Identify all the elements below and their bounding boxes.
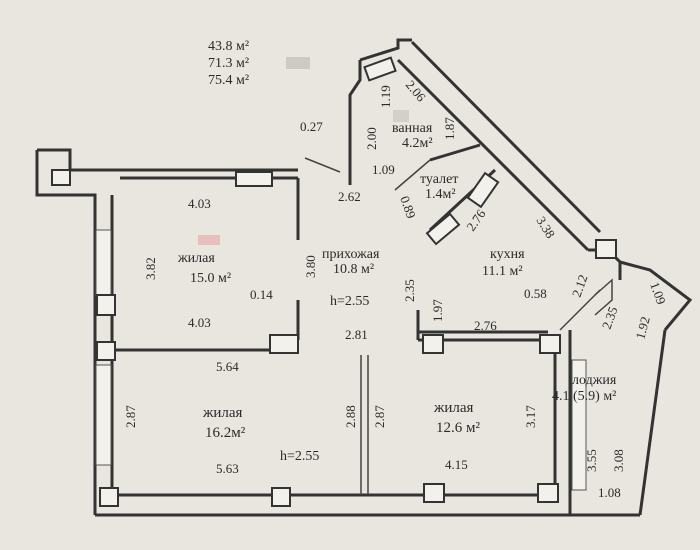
column: [99, 487, 119, 507]
room-name-bathroom: ванная: [392, 121, 433, 136]
wall-kitchen-right-inner: [559, 289, 601, 331]
summary-living-area: 43.8 м²: [208, 39, 249, 54]
summary: 43.8 м² 71.3 м² 75.4 м²: [208, 39, 249, 88]
window-left-upper: [95, 229, 112, 296]
room-name-kitchen: кухня: [490, 247, 525, 262]
dimension-label: 0.58: [524, 286, 547, 301]
column: [51, 169, 71, 186]
dimension-label: 3.82: [143, 257, 158, 280]
wall-toilet-left: [394, 159, 431, 191]
wall-top-left-stub: [37, 148, 120, 172]
dimension-label: 2.81: [345, 327, 368, 342]
wall-toilet-top: [429, 143, 481, 162]
dimension-label: 2.12: [569, 273, 591, 300]
column: [96, 294, 116, 316]
dimension-label: 1.19: [378, 85, 393, 108]
room-name-toilet: туалет: [420, 172, 458, 187]
dimension-label: 1.09: [647, 280, 669, 307]
dimension-label: 2.76: [463, 206, 489, 234]
dimension-label: 1.09: [372, 162, 395, 177]
room-height-hall: h=2.55: [330, 294, 369, 309]
column: [537, 483, 559, 503]
dimension-label: 0.14: [250, 287, 273, 302]
room-area-toilet: 1.4м²: [425, 187, 456, 202]
column: [595, 239, 617, 259]
dimension-label: 3.17: [523, 405, 538, 428]
dimension-label: 0.27: [300, 119, 323, 134]
room-labels: ванная 4.2м² туалет 1.4м² прихожая 10.8 …: [177, 121, 617, 464]
column: [422, 334, 444, 354]
wall-shaft: [359, 38, 412, 62]
room-area-kitchen: 11.1 м²: [482, 264, 523, 279]
room-name-living2: жилая: [202, 405, 243, 421]
room-area-living3: 12.6 м²: [436, 420, 480, 436]
dimension-label: 2.62: [338, 189, 361, 204]
column: [235, 171, 273, 187]
dimension-label: 2.76: [474, 318, 497, 333]
dimension-label: 2.35: [402, 279, 417, 302]
dimension-label: 0.89: [397, 194, 419, 221]
dimension-label: 5.64: [216, 359, 239, 374]
room-name-hall: прихожая: [322, 247, 380, 262]
loggia-partition: [594, 278, 613, 316]
ventilation-shaft: [466, 171, 500, 209]
highlight-patch: [198, 235, 220, 245]
window-loggia: [571, 359, 587, 491]
room-area-living2: 16.2м²: [205, 425, 246, 441]
wall-left-stub: [35, 150, 97, 230]
dimension-label: 5.63: [216, 461, 239, 476]
dimension-label: 2.00: [364, 127, 379, 150]
dimension-label: 2.87: [123, 405, 138, 428]
dimension-label: 4.03: [188, 196, 211, 211]
dimension-label: 1.92: [632, 315, 652, 341]
room-area-living1: 15.0 м²: [190, 271, 231, 286]
wall-bathroom-left: [348, 60, 362, 185]
wall-loggia-top: [619, 260, 693, 331]
column: [271, 487, 291, 507]
room-area-hall: 10.8 м²: [333, 262, 374, 277]
wall-diagonal-inner: [396, 58, 590, 252]
window-left-lower: [95, 364, 112, 466]
dimension-label: 1.08: [598, 485, 621, 500]
dimension-label: 4.03: [188, 315, 211, 330]
column: [423, 483, 445, 503]
room-area-bathroom: 4.2м²: [402, 136, 433, 151]
ventilation-shaft: [425, 212, 461, 246]
dimension-label: 3.55: [584, 449, 599, 472]
room-height-living2: h=2.55: [280, 449, 319, 464]
dimension-label: 2.35: [599, 305, 621, 332]
dimension-label: 2.88: [343, 405, 358, 428]
redaction-patch: [286, 57, 310, 69]
dimension-label: 2.87: [372, 405, 387, 428]
wall-diagonal-outer: [410, 40, 602, 234]
room-name-living1: жилая: [177, 251, 215, 266]
room-area-loggia: 4.1 (5.9) м²: [552, 389, 616, 404]
summary-total-area: 71.3 м²: [208, 56, 249, 71]
dimension-label: 1.87: [442, 117, 457, 140]
dimension-label: 3.08: [611, 449, 626, 472]
wall-loggia-right: [638, 329, 667, 516]
ventilation-shaft: [363, 56, 397, 82]
dimension-label: 4.15: [445, 457, 468, 472]
windows: [95, 229, 587, 491]
room-name-loggia: лоджия: [572, 373, 617, 388]
column: [269, 334, 299, 354]
dimension-label: 3.80: [303, 255, 318, 278]
column: [96, 341, 116, 361]
redaction-patch: [393, 110, 409, 122]
walls: [35, 38, 693, 517]
room-name-living3: жилая: [433, 400, 474, 416]
dimension-label: 2.06: [403, 77, 429, 104]
columns: [51, 56, 617, 507]
column: [539, 334, 561, 354]
wall-hall-door: [304, 157, 341, 173]
dimension-label: 1.97: [430, 299, 445, 322]
summary-total-with-loggia: 75.4 м²: [208, 73, 249, 88]
